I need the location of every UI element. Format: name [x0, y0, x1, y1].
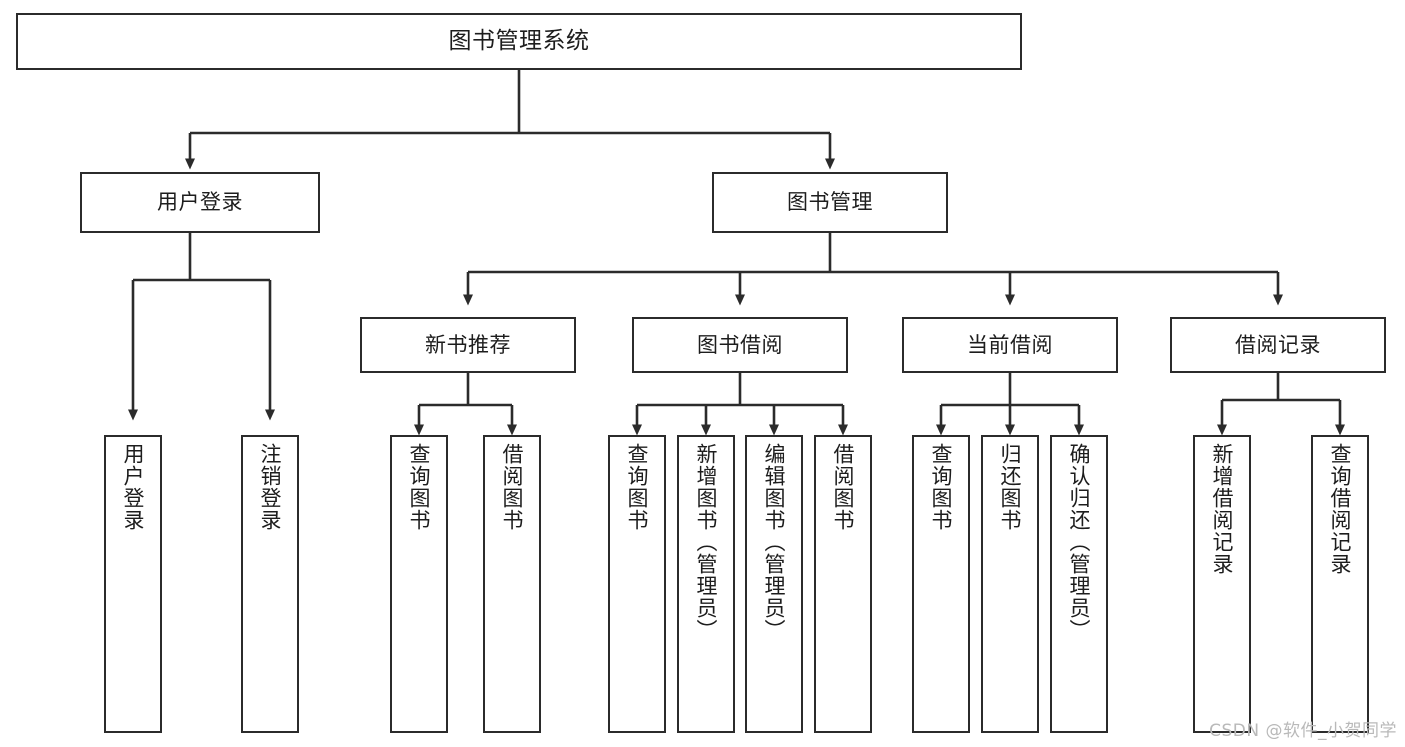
leaf-borrow-record-add[interactable]: 新增借阅记录	[1193, 435, 1251, 733]
node-label: 当前借阅	[967, 332, 1053, 357]
leaf-new-book-query[interactable]: 查询图书	[390, 435, 448, 733]
node-label: 注销登录	[258, 443, 283, 531]
node-label: 借阅图书	[831, 443, 856, 531]
leaf-book-borrow-query[interactable]: 查询图书	[608, 435, 666, 733]
node-label: 新书推荐	[425, 332, 511, 357]
watermark-credit: CSDN @软件_小贺同学	[1209, 721, 1397, 741]
node-label: 查询图书	[625, 443, 650, 531]
node-label: 图书借阅	[697, 332, 783, 357]
leaf-current-borrow-confirm-return[interactable]: 确认归还（管理员）	[1050, 435, 1108, 733]
node-label: 用户登录	[157, 190, 243, 215]
leaf-new-book-borrow[interactable]: 借阅图书	[483, 435, 541, 733]
node-label: 查询图书	[929, 443, 954, 531]
node-borrow-record[interactable]: 借阅记录	[1170, 317, 1386, 373]
node-label: 新增图书（管理员）	[694, 443, 719, 641]
leaf-current-borrow-query[interactable]: 查询图书	[912, 435, 970, 733]
node-label: 查询借阅记录	[1328, 443, 1353, 575]
node-book-management[interactable]: 图书管理	[712, 172, 948, 233]
node-label: 用户登录	[121, 443, 146, 531]
node-label: 图书管理	[787, 190, 873, 215]
node-label: 编辑图书（管理员）	[762, 443, 787, 641]
node-label: 借阅记录	[1235, 332, 1321, 357]
node-book-borrow[interactable]: 图书借阅	[632, 317, 848, 373]
leaf-book-borrow-edit[interactable]: 编辑图书（管理员）	[745, 435, 803, 733]
node-user-login[interactable]: 用户登录	[80, 172, 320, 233]
leaf-user-login-login[interactable]: 用户登录	[104, 435, 162, 733]
node-label: 确认归还（管理员）	[1067, 443, 1092, 641]
node-label: 图书管理系统	[448, 27, 590, 54]
node-label: 归还图书	[998, 443, 1023, 531]
leaf-borrow-record-query[interactable]: 查询借阅记录	[1311, 435, 1369, 733]
leaf-book-borrow-borrow[interactable]: 借阅图书	[814, 435, 872, 733]
node-root-system[interactable]: 图书管理系统	[16, 13, 1022, 70]
node-label: 新增借阅记录	[1210, 443, 1235, 575]
leaf-user-login-logout[interactable]: 注销登录	[241, 435, 299, 733]
leaf-current-borrow-return[interactable]: 归还图书	[981, 435, 1039, 733]
node-new-book-recommend[interactable]: 新书推荐	[360, 317, 576, 373]
node-label: 查询图书	[407, 443, 432, 531]
leaf-book-borrow-add[interactable]: 新增图书（管理员）	[677, 435, 735, 733]
node-current-borrow[interactable]: 当前借阅	[902, 317, 1118, 373]
node-label: 借阅图书	[500, 443, 525, 531]
